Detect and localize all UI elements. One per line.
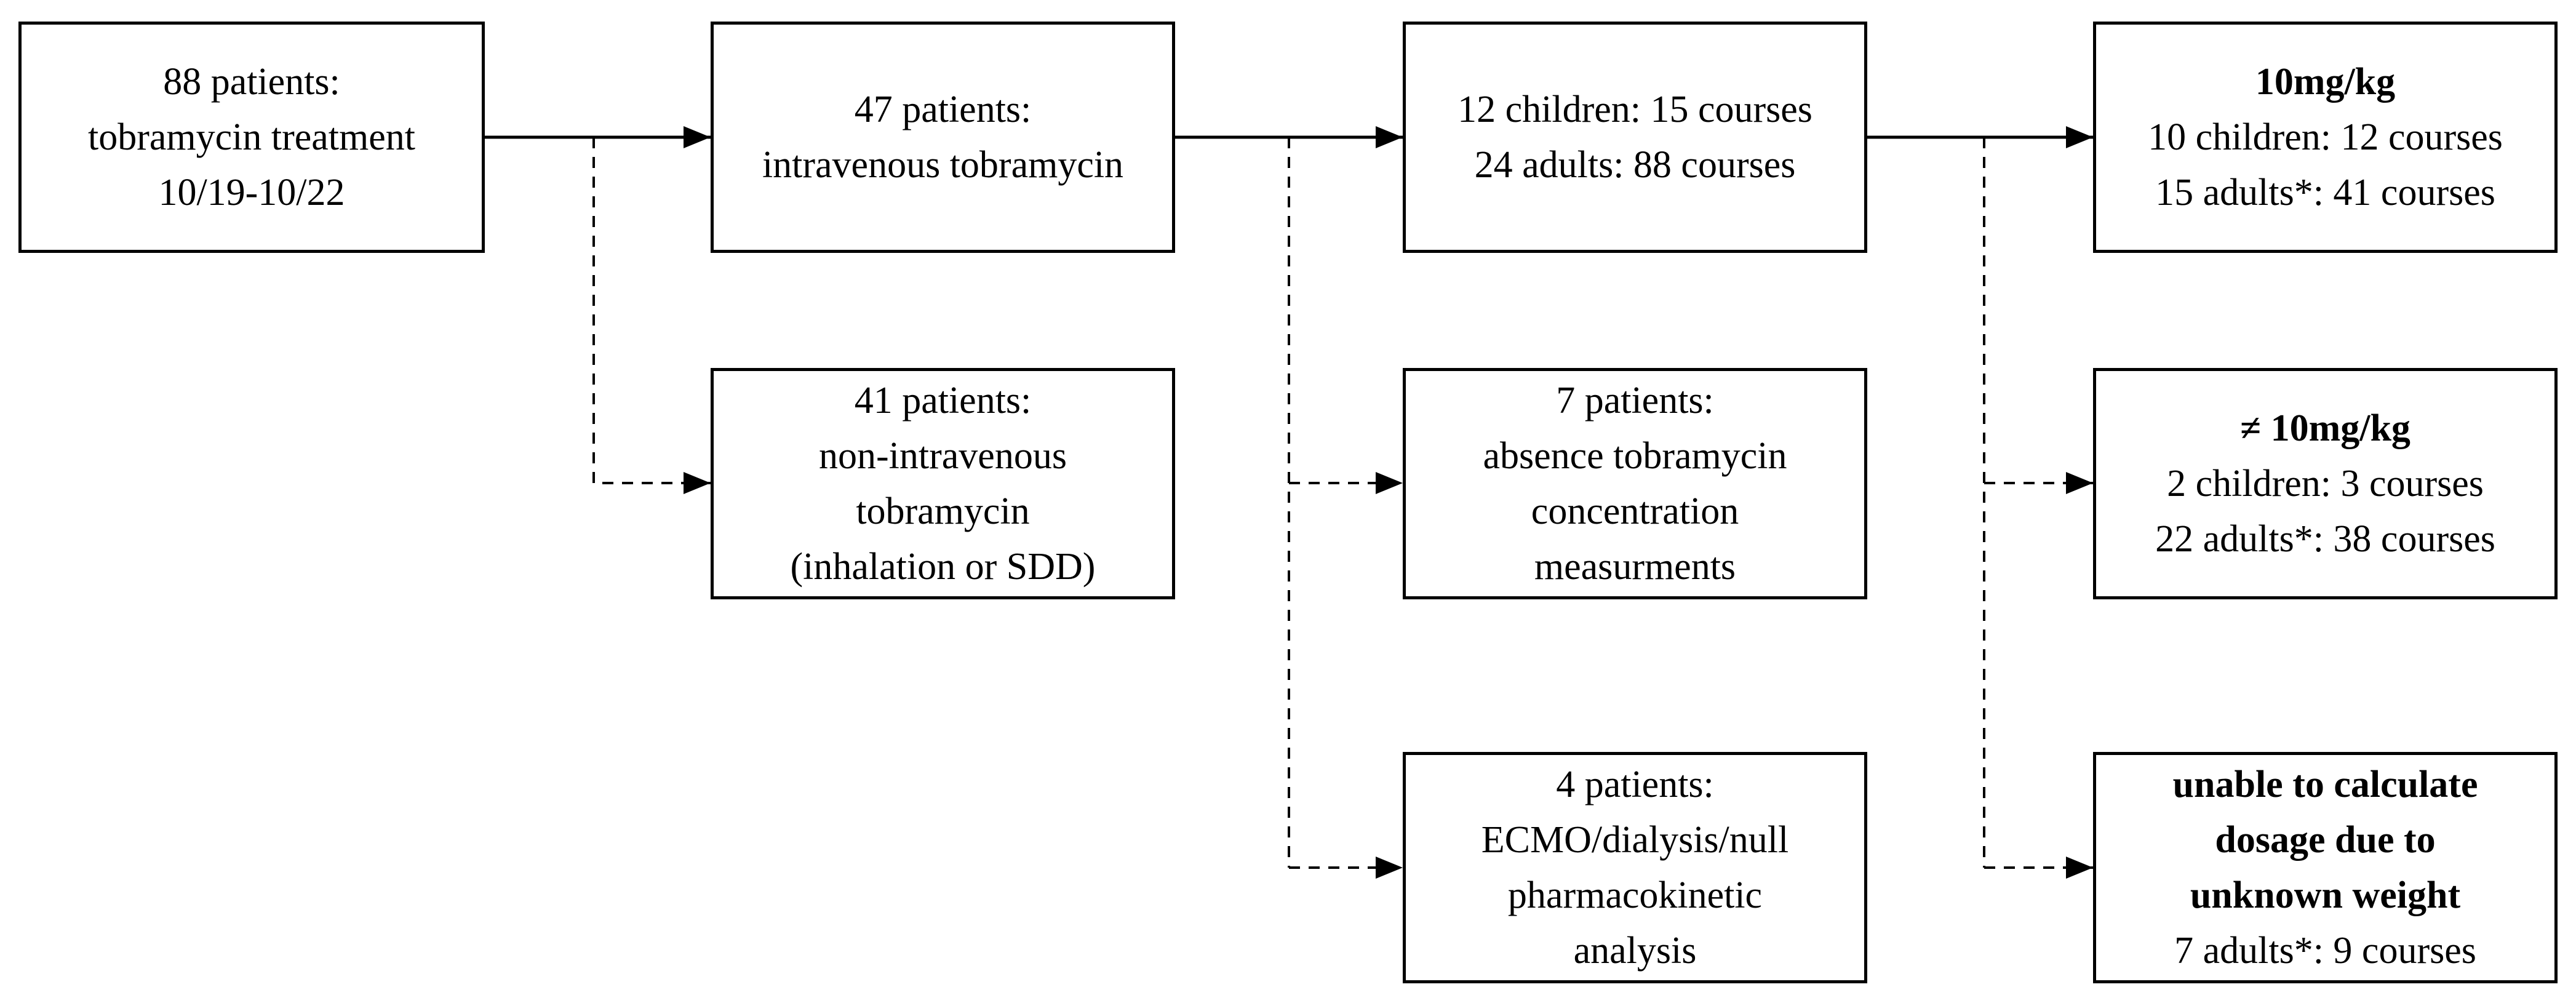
box-dose-other-heading: ≠ 10mg/kg (2240, 407, 2411, 449)
box-dose-10-line-2: 15 adults*: 41 courses (2155, 172, 2495, 214)
box-ecmo-line-1: 4 patients: (1556, 764, 1714, 805)
box-absence-line-2: absence tobramycin (1483, 435, 1787, 477)
box-non-iv-line-2: non-intravenous (819, 435, 1067, 477)
box-non-iv-line-3: tobramycin (856, 490, 1030, 532)
box-ecmo-line-3: pharmacokinetic (1507, 874, 1763, 916)
dashed-branch-non-iv (592, 137, 711, 494)
box-ecmo-line-2: ECMO/dialysis/null (1481, 819, 1789, 861)
box-included-line-2: 24 adults: 88 courses (1474, 144, 1796, 186)
box-unknown-weight-heading-3: unknown weight (2190, 874, 2461, 916)
box-non-iv-line-1: 41 patients: (854, 380, 1032, 422)
box-absence-line-1: 7 patients: (1556, 380, 1714, 422)
box-absence-line-3: concentration (1531, 490, 1739, 532)
box-start-line-2: tobramycin treatment (88, 116, 415, 158)
box-ecmo-dialysis-4-patients: 4 patients: ECMO/dialysis/null pharmacok… (1403, 752, 1867, 983)
box-dose-other-line-2: 22 adults*: 38 courses (2155, 518, 2495, 560)
box-unknown-weight-line-1: 7 adults*: 9 courses (2174, 930, 2476, 972)
box-absence-concentration-7-patients: 7 patients: absence tobramycin concentra… (1403, 368, 1867, 599)
box-unknown-weight-heading-1: unable to calculate (2172, 764, 2478, 805)
box-included-line-1: 12 children: 15 courses (1457, 89, 1812, 130)
box-dose-other-line-1: 2 children: 3 courses (2167, 463, 2484, 505)
box-start-line-1: 88 patients: (163, 61, 340, 103)
box-start-line-3: 10/19-10/22 (158, 172, 345, 214)
box-non-intravenous-41-patients: 41 patients: non-intravenous tobramycin … (711, 368, 1175, 599)
box-dose-10mg-kg: 10mg/kg 10 children: 12 courses 15 adult… (2093, 22, 2558, 253)
box-dose-10-heading: 10mg/kg (2255, 61, 2396, 103)
box-dose-10-line-1: 10 children: 12 courses (2148, 116, 2503, 158)
box-ecmo-line-4: analysis (1573, 930, 1697, 972)
box-iv-line-2: intravenous tobramycin (762, 144, 1124, 186)
box-start-88-patients: 88 patients: tobramycin treatment 10/19-… (18, 22, 485, 253)
box-unknown-weight: unable to calculate dosage due to unknow… (2093, 752, 2558, 983)
box-iv-line-1: 47 patients: (854, 89, 1032, 130)
box-unknown-weight-heading-2: dosage due to (2215, 819, 2436, 861)
box-intravenous-47-patients: 47 patients: intravenous tobramycin (711, 22, 1175, 253)
box-included-children-adults: 12 children: 15 courses 24 adults: 88 co… (1403, 22, 1867, 253)
box-absence-line-4: measurments (1534, 546, 1736, 588)
box-dose-not-10mg-kg: ≠ 10mg/kg 2 children: 3 courses 22 adult… (2093, 368, 2558, 599)
box-non-iv-line-4: (inhalation or SDD) (790, 546, 1096, 588)
